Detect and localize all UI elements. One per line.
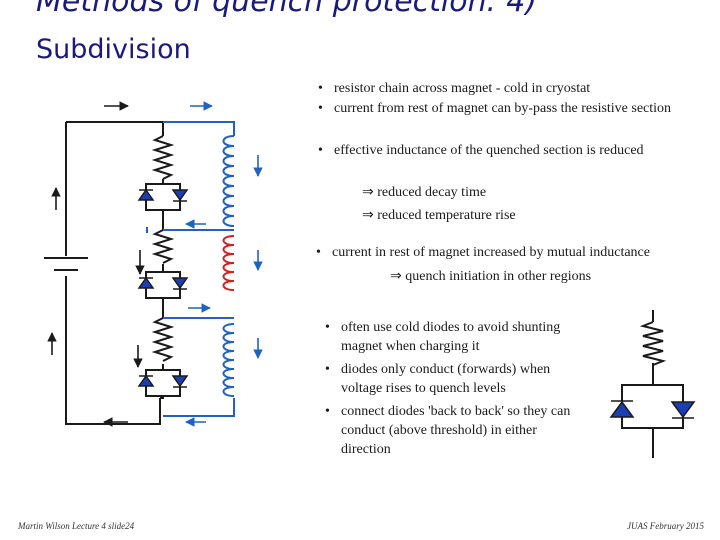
implication-line: ⇒ reduced decay time bbox=[362, 183, 486, 202]
bullet-text: effective inductance of the quenched sec… bbox=[334, 143, 644, 158]
implication-line: ⇒ quench initiation in other regions bbox=[390, 267, 591, 286]
bullet-marker: • bbox=[318, 81, 323, 96]
supply-loop bbox=[65, 121, 164, 425]
bullet-text: current from rest of magnet can by-pass … bbox=[334, 101, 672, 116]
current-arrows-black bbox=[47, 101, 145, 427]
magnet-coil-lower bbox=[222, 323, 235, 397]
implication-line: ⇒ reduced temperature rise bbox=[362, 206, 516, 225]
footer-left: Martin Wilson Lecture 4 slide24 bbox=[18, 521, 135, 531]
magnet-coil-quenched bbox=[222, 235, 235, 291]
bullet-item: • current in rest of magnet increased by… bbox=[316, 243, 706, 262]
footer-right: JUAS February 2015 bbox=[627, 521, 704, 531]
bullet-item: • resistor chain across magnet - cold in… bbox=[318, 79, 688, 98]
implies-symbol: ⇒ bbox=[390, 269, 402, 284]
bullet-text: resistor chain across magnet - cold in c… bbox=[334, 81, 591, 96]
diodes bbox=[137, 188, 189, 388]
bullet-item: • often use cold diodes to avoid shuntin… bbox=[325, 318, 575, 356]
bullet-marker: • bbox=[318, 101, 323, 116]
slide-title: Methods of quench protection: 4) bbox=[36, 0, 538, 19]
slide-subtitle: Subdivision bbox=[36, 34, 191, 65]
bullet-text: connect diodes 'back to back' so they ca… bbox=[341, 404, 571, 457]
bullet-item: • effective inductance of the quenched s… bbox=[318, 141, 658, 160]
resistor-chain bbox=[145, 135, 181, 399]
bullet-marker: • bbox=[318, 143, 323, 158]
bullet-marker: • bbox=[325, 404, 330, 419]
current-arrows-blue bbox=[185, 101, 263, 427]
implies-symbol: ⇒ bbox=[362, 208, 374, 223]
bullet-item: • diodes only conduct (forwards) when vo… bbox=[325, 360, 575, 398]
bullet-marker: • bbox=[325, 362, 330, 377]
magnet-taps bbox=[146, 121, 235, 417]
bullet-item: • connect diodes 'back to back' so they … bbox=[325, 402, 575, 459]
bullet-text: often use cold diodes to avoid shunting … bbox=[341, 320, 561, 354]
back-to-back-diode-detail bbox=[621, 310, 684, 458]
implication-text: quench initiation in other regions bbox=[405, 269, 592, 284]
detail-diodes bbox=[609, 400, 696, 419]
bullet-marker: • bbox=[325, 320, 330, 335]
implication-text: reduced decay time bbox=[377, 185, 487, 200]
implies-symbol: ⇒ bbox=[362, 185, 374, 200]
battery-icon bbox=[44, 257, 88, 271]
bullet-text: current in rest of magnet increased by m… bbox=[332, 245, 650, 260]
magnet-coil-upper bbox=[222, 135, 235, 227]
bullet-text: diodes only conduct (forwards) when volt… bbox=[341, 362, 551, 396]
bullet-marker: • bbox=[316, 245, 321, 260]
bullet-item: • current from rest of magnet can by-pas… bbox=[318, 99, 684, 118]
implication-text: reduced temperature rise bbox=[377, 208, 516, 223]
